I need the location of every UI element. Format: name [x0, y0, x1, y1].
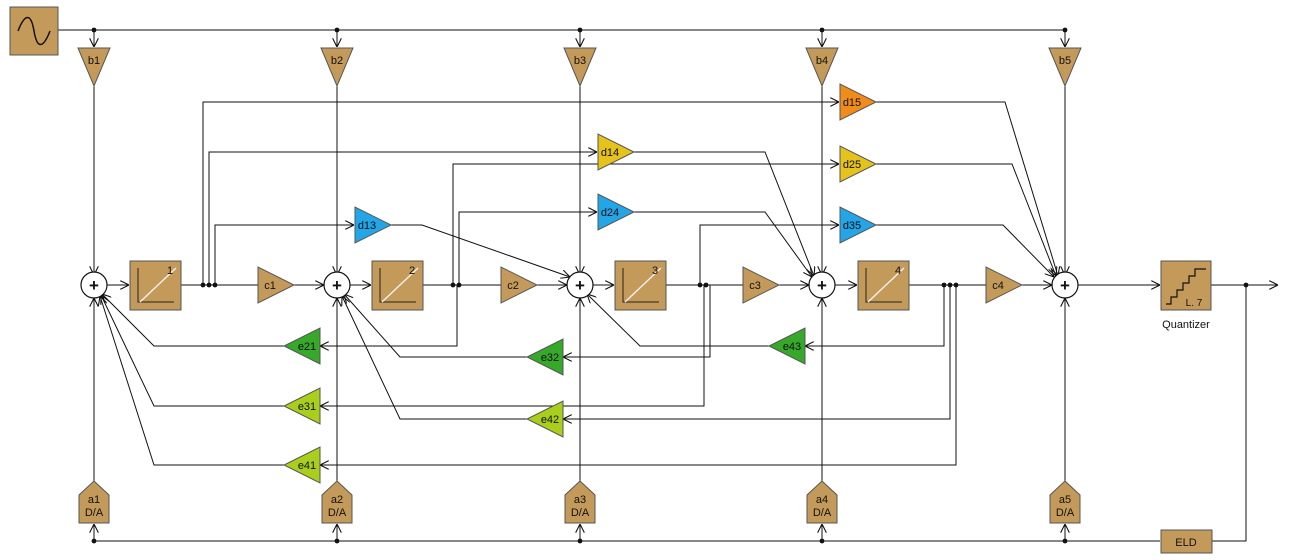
d-gain-label: d35 [843, 220, 861, 232]
c-gain: c2 [500, 266, 539, 304]
summing-junction: + [566, 271, 594, 299]
dac-block: a2 D/A [321, 480, 353, 524]
d-gain-label: d24 [601, 207, 619, 219]
c-gain-label: c3 [749, 280, 761, 292]
staircase-icon [1166, 268, 1206, 305]
sum-symbol: + [332, 276, 342, 295]
feedforward-gain-d24: d24 [597, 193, 636, 231]
e-gain-label: e31 [298, 401, 316, 413]
d-gain-label: d13 [358, 220, 376, 232]
b-gain: b5 [1048, 47, 1082, 88]
integrator-block: 4 [857, 260, 910, 311]
b-gain-label: b4 [816, 55, 828, 67]
feedback-gain-e43: e43 [767, 327, 806, 365]
summing-junction: + [80, 271, 108, 299]
dac-type-label: D/A [328, 507, 347, 519]
feedback-gain-e32: e32 [525, 338, 564, 376]
dac-gain-label: a1 [88, 494, 100, 506]
feedforward-gain-d25: d25 [839, 145, 878, 183]
dac-block: a3 D/A [564, 480, 596, 524]
e-gain-label: e21 [298, 341, 316, 353]
dac-gain-label: a5 [1059, 494, 1071, 506]
feedback-gain-e31: e31 [282, 387, 321, 425]
dac-type-label: D/A [813, 507, 832, 519]
quantizer-caption: Quantizer [1162, 319, 1210, 331]
feedback-gain-e41: e41 [282, 446, 321, 484]
b-gain-label: b5 [1059, 55, 1071, 67]
summing-junction: + [1051, 271, 1079, 299]
integrator-label: 3 [652, 265, 658, 277]
sum-symbol: + [575, 276, 585, 295]
sum-symbol: + [817, 276, 827, 295]
sine-source [9, 6, 59, 56]
c-gain: c3 [742, 266, 781, 304]
b-gain: b2 [320, 47, 354, 88]
feedforward-gain-d14: d14 [597, 133, 636, 171]
dac-type-label: D/A [571, 507, 590, 519]
d-gain-label: d15 [843, 97, 861, 109]
c-gain: c1 [257, 266, 296, 304]
d-gain-label: d25 [843, 159, 861, 171]
integrator-label: 2 [409, 265, 415, 277]
dac-block: a1 D/A [78, 480, 110, 524]
b-gain-label: b3 [574, 55, 586, 67]
dac-gain-label: a4 [816, 494, 828, 506]
feedforward-gain-d35: d35 [839, 206, 878, 244]
signal-wires [58, 29, 1278, 542]
c-gain-label: c2 [507, 280, 519, 292]
quantizer-level-label: L. 7 [1186, 298, 1203, 309]
dac-block: a4 D/A [806, 480, 838, 524]
feedback-gain-e42: e42 [525, 400, 564, 438]
b-gain: b4 [805, 47, 839, 88]
c-gain: c4 [985, 266, 1024, 304]
e-gain-label: e32 [541, 352, 559, 364]
dac-gain-label: a3 [574, 494, 586, 506]
feedforward-gain-d15: d15 [839, 83, 878, 121]
c-gain-label: c4 [992, 280, 1004, 292]
quantizer-block: L. 7 [1160, 260, 1212, 311]
sum-symbol: + [1060, 276, 1070, 295]
integrator-block: 2 [371, 260, 424, 311]
dac-block: a5 D/A [1049, 480, 1081, 524]
e-gain-label: e43 [783, 341, 801, 353]
feedback-gain-e21: e21 [282, 327, 321, 365]
b-gain-label: b1 [88, 55, 100, 67]
feedforward-gain-d13: d13 [354, 206, 393, 244]
dac-type-label: D/A [85, 507, 104, 519]
integrator-block: 3 [614, 260, 667, 311]
sum-symbol: + [89, 276, 99, 295]
e-gain-label: e41 [298, 460, 316, 472]
sine-wave-icon [17, 16, 51, 46]
integrator-label: 4 [895, 265, 901, 277]
b-gain: b1 [77, 47, 111, 88]
integrator-block: 1 [129, 260, 182, 311]
d-gain-label: d14 [601, 147, 619, 159]
c-gain-label: c1 [264, 280, 276, 292]
dac-gain-label: a2 [331, 494, 343, 506]
b-gain: b3 [563, 47, 597, 88]
integrator-label: 1 [167, 265, 173, 277]
e-gain-label: e42 [541, 414, 559, 426]
summing-junction: + [323, 271, 351, 299]
eld-label: ELD [1175, 537, 1196, 549]
dac-type-label: D/A [1056, 507, 1075, 519]
summing-junction: + [808, 271, 836, 299]
b-gain-label: b2 [331, 55, 343, 67]
junction-dots [91, 27, 1249, 544]
eld-block: ELD [1160, 529, 1213, 554]
